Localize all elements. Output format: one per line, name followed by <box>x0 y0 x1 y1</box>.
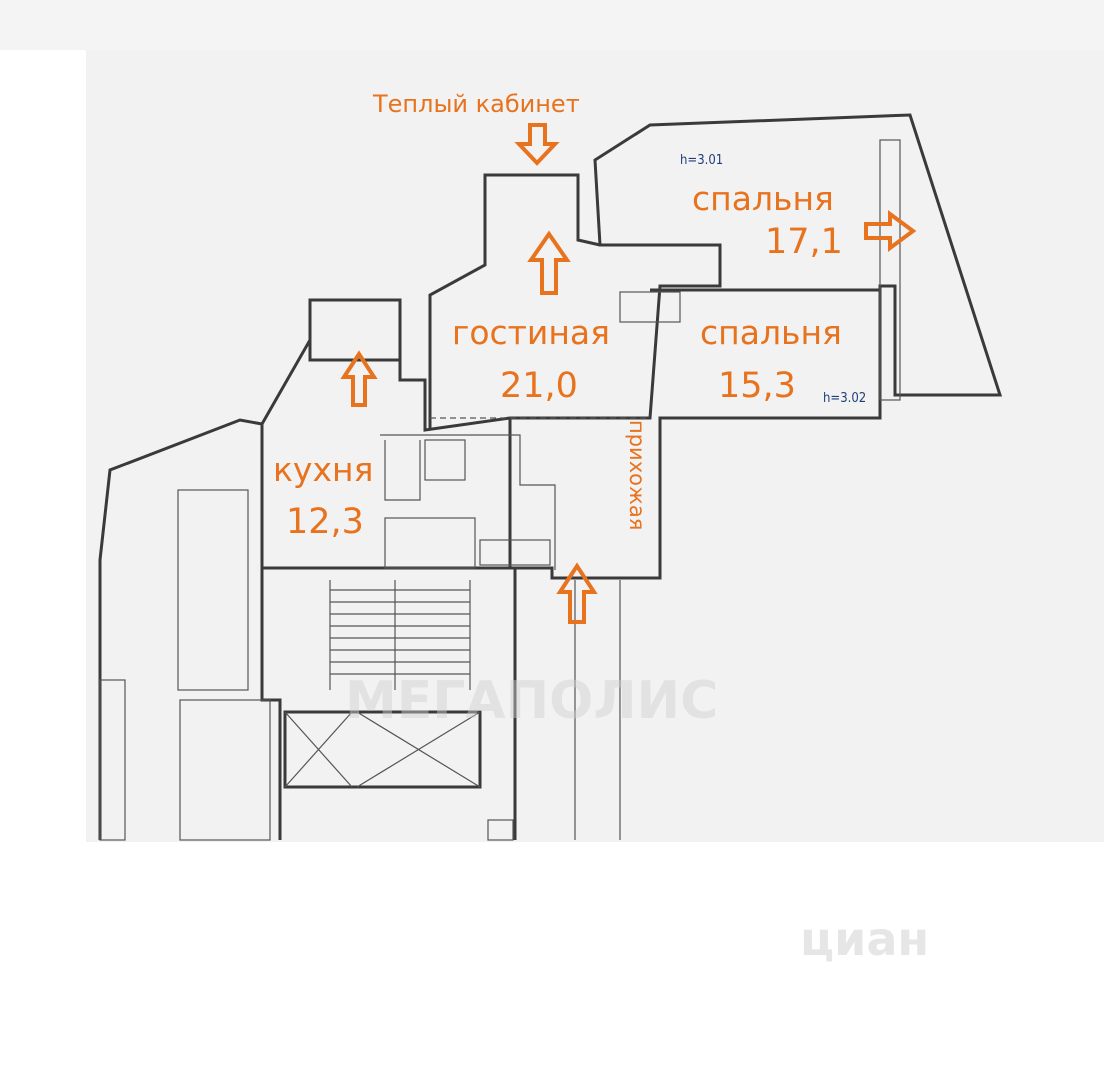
stair-core <box>260 568 517 841</box>
ceiling-mark-bottom: h=3.02 <box>823 391 866 406</box>
arrow-up-entrance <box>556 562 598 624</box>
arrow-up-kitchen <box>340 350 378 407</box>
apartment-walls <box>98 113 1003 840</box>
label-bedroom1-name: спальня <box>692 179 834 218</box>
left-paper-area <box>0 50 86 1080</box>
label-hallway: прихожая <box>625 420 649 530</box>
stair-steps <box>330 580 470 690</box>
watermark-primary: МЕГАПОЛИС <box>345 671 718 731</box>
label-living-name: гостиная <box>452 313 610 352</box>
arrow-down-warm-office <box>514 123 560 166</box>
label-bedroom1-area: 17,1 <box>765 222 843 262</box>
label-kitchen-area: 12,3 <box>286 502 364 542</box>
top-paper-strip <box>0 0 1104 50</box>
label-kitchen-name: кухня <box>273 450 373 489</box>
watermark-cian: циан <box>800 912 929 966</box>
label-bedroom2-name: спальня <box>700 313 842 352</box>
ceiling-mark-top: h=3.01 <box>680 153 723 168</box>
label-living-area: 21,0 <box>500 366 578 406</box>
arrow-up-living <box>527 230 571 295</box>
label-bedroom2-area: 15,3 <box>718 366 796 406</box>
arrow-right-bedroom <box>864 210 917 252</box>
label-warm-office: Теплый кабинет <box>372 90 580 118</box>
